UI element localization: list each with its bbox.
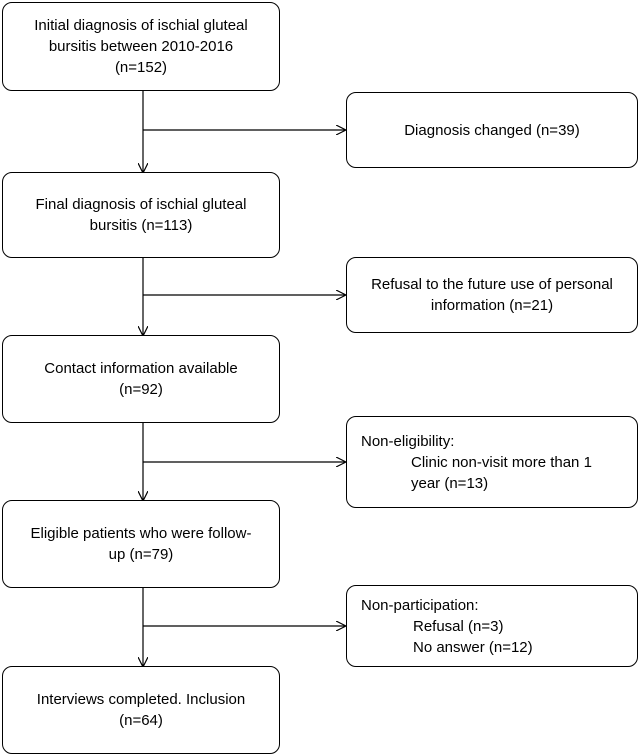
box-line: bursitis between 2010-2016 xyxy=(48,38,234,55)
box-line: Eligible patients who were follow- xyxy=(30,525,252,542)
box-line: Refusal to the future use of personal xyxy=(371,276,613,293)
refusal-personal-info-box: Refusal to the future use of personal in… xyxy=(346,257,638,333)
box-line: (n=64) xyxy=(119,712,163,729)
box-line: bursitis (n=113) xyxy=(89,217,193,234)
diagnosis-changed-box: Diagnosis changed (n=39) xyxy=(346,92,638,168)
initial-diagnosis-box: Initial diagnosis of ischial gluteal bur… xyxy=(2,2,280,91)
box-line: Refusal (n=3) xyxy=(413,617,504,635)
box-line: Diagnosis changed (n=39) xyxy=(404,121,580,139)
box-line: (n=92) xyxy=(119,381,163,398)
box-line: Clinic non-visit more than 1 xyxy=(411,453,592,471)
eligible-patients-box: Eligible patients who were follow- up (n… xyxy=(2,500,280,588)
box-line: up (n=79) xyxy=(108,546,174,563)
box-line: No answer (n=12) xyxy=(413,638,533,656)
contact-info-box: Contact information available (n=92) xyxy=(2,335,280,423)
non-eligibility-box: Non-eligibility: Clinic non-visit more t… xyxy=(346,416,638,508)
box-line: Initial diagnosis of ischial gluteal xyxy=(34,17,248,34)
final-diagnosis-box: Final diagnosis of ischial gluteal bursi… xyxy=(2,172,280,258)
box-line: (n=152) xyxy=(114,59,168,76)
box-line: Interviews completed. Inclusion xyxy=(36,691,246,708)
box-heading: Non-participation: xyxy=(361,596,479,614)
box-line: Contact information available xyxy=(44,360,238,377)
box-line: year (n=13) xyxy=(411,474,489,492)
non-participation-box: Non-participation: Refusal (n=3) No answ… xyxy=(346,585,638,667)
box-line: information (n=21) xyxy=(430,297,554,314)
box-heading: Non-eligibility: xyxy=(361,432,455,450)
box-line: Final diagnosis of ischial gluteal xyxy=(35,196,247,213)
interviews-completed-box: Interviews completed. Inclusion (n=64) xyxy=(2,666,280,754)
